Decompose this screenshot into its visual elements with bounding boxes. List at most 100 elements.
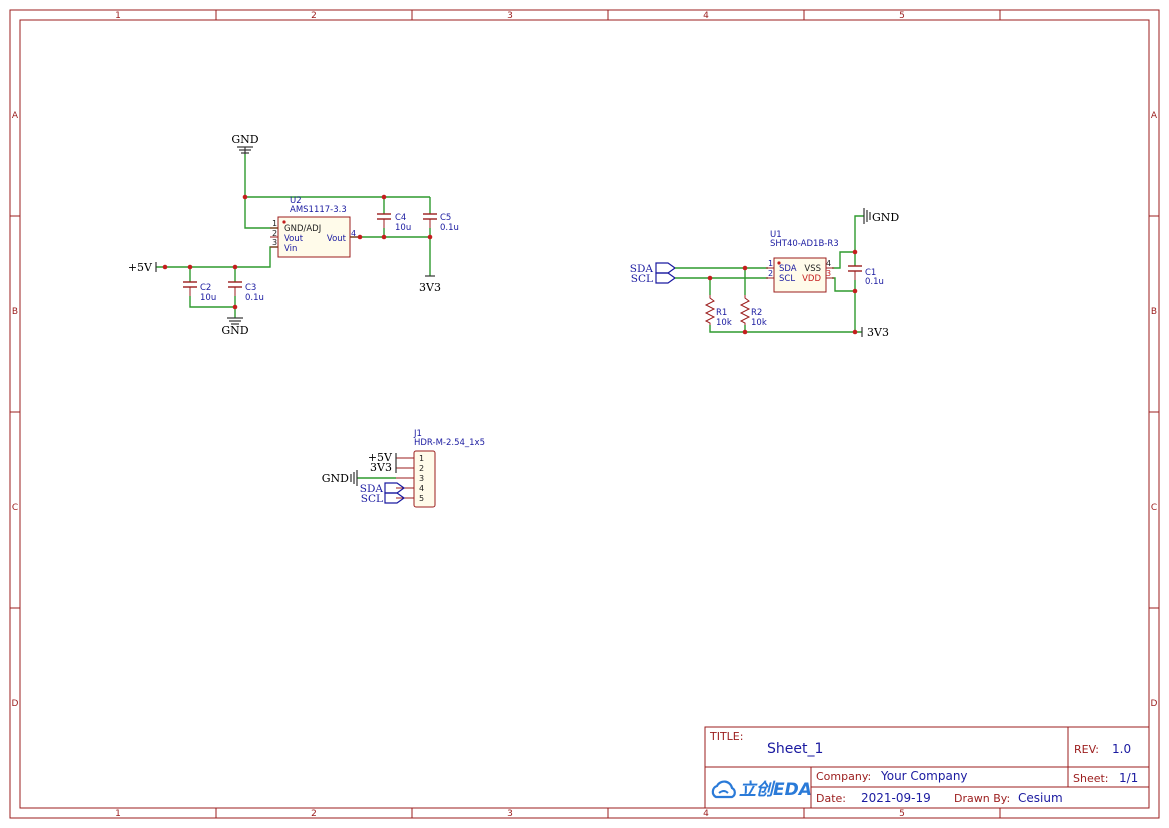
r1-resistor[interactable] bbox=[704, 295, 716, 325]
u1-pin-number: 4 bbox=[826, 259, 831, 268]
u2-pin-name: Vout bbox=[284, 234, 304, 244]
c5-capacitor[interactable] bbox=[423, 213, 437, 228]
rev-label: REV: bbox=[1074, 743, 1099, 756]
frame-row-label: C bbox=[12, 503, 18, 513]
u1-pin-number: 1 bbox=[768, 259, 773, 268]
frame-col-label: 1 bbox=[115, 11, 121, 21]
v5-net-label: +5V bbox=[128, 261, 153, 274]
frame-col-label: 2 bbox=[311, 809, 317, 819]
j1-pin-number: 4 bbox=[419, 484, 424, 493]
gnd-symbol[interactable] bbox=[863, 208, 871, 224]
sda-net-flag[interactable] bbox=[655, 262, 677, 274]
v33-net-label: 3V3 bbox=[370, 461, 392, 474]
j1-ref: J1 bbox=[413, 429, 422, 439]
c2-value: 10u bbox=[200, 293, 216, 303]
frame-col-label: 1 bbox=[115, 809, 121, 819]
sda-flag-label: SDA bbox=[360, 483, 384, 495]
drawn-by-value: Cesium bbox=[1018, 791, 1063, 805]
date-value: 2021-09-19 bbox=[861, 791, 931, 805]
scl-flag-label: SCL bbox=[361, 493, 383, 505]
sensor-section: SDA SCL GND 3V3 bbox=[630, 208, 899, 339]
c4-capacitor[interactable] bbox=[377, 213, 391, 228]
sheet-number-label: Sheet: bbox=[1073, 772, 1109, 785]
c5-value: 0.1u bbox=[440, 223, 459, 233]
frame-col-label: 4 bbox=[703, 809, 709, 819]
u2-regulator[interactable]: 1 2 3 4 GND/ADJ Vout Vin Vout bbox=[270, 216, 358, 258]
regulator-section: GND +5V GND bbox=[128, 133, 459, 337]
date-label: Date: bbox=[816, 792, 846, 805]
lceda-logo: 立创EDA bbox=[711, 780, 812, 800]
frame-col-label: 2 bbox=[311, 11, 317, 21]
u2-pin-name: Vin bbox=[284, 244, 297, 254]
v33-net-label: 3V3 bbox=[867, 326, 889, 339]
v5-net-label: +5V bbox=[368, 451, 393, 464]
u2-pin-number: 3 bbox=[272, 238, 277, 247]
u2-pin-number: 2 bbox=[272, 229, 277, 238]
frame-col-label: 3 bbox=[507, 11, 513, 21]
c3-value: 0.1u bbox=[245, 293, 264, 303]
c1-value: 0.1u bbox=[865, 277, 884, 287]
c3-ref: C3 bbox=[245, 283, 256, 293]
u2-value: AMS1117-3.3 bbox=[290, 205, 347, 215]
u2-pin-number: 1 bbox=[272, 219, 277, 228]
header-section: 1 2 3 4 5 J1 HDR-M-2.54_1x5 +5V 3V3 GND … bbox=[322, 429, 485, 508]
j1-value: HDR-M-2.54_1x5 bbox=[414, 438, 485, 448]
sda-net-flag[interactable] bbox=[384, 482, 406, 494]
u1-ref: U1 bbox=[770, 230, 782, 240]
frame-col-label: 4 bbox=[703, 11, 709, 21]
c1-ref: C1 bbox=[865, 268, 876, 278]
scl-net-flag[interactable] bbox=[655, 272, 677, 284]
scl-flag-label: SCL bbox=[631, 273, 653, 285]
u2-ref: U2 bbox=[290, 196, 302, 206]
c5-ref: C5 bbox=[440, 213, 451, 223]
rev-value: 1.0 bbox=[1112, 742, 1131, 756]
c2-capacitor[interactable] bbox=[183, 281, 197, 296]
r1-value: 10k bbox=[716, 318, 732, 328]
u1-value: SHT40-AD1B-R3 bbox=[770, 239, 839, 249]
u2-pin-name: GND/ADJ bbox=[284, 224, 321, 234]
gnd-net-label: GND bbox=[872, 211, 899, 224]
u2-pin-name: Vout bbox=[327, 234, 347, 244]
u1-pin-number: 2 bbox=[768, 269, 773, 278]
j1-pin-number: 3 bbox=[419, 474, 424, 483]
r1-ref: R1 bbox=[716, 308, 727, 318]
r2-resistor[interactable] bbox=[739, 295, 751, 325]
frame-col-label: 3 bbox=[507, 809, 513, 819]
frame-row-label: A bbox=[1151, 111, 1158, 121]
cloud-icon bbox=[711, 780, 736, 799]
company-value: Your Company bbox=[880, 769, 968, 783]
u1-pin-name: SDA bbox=[779, 264, 797, 274]
u1-pin-name: SCL bbox=[779, 274, 795, 284]
j1-header[interactable]: 1 2 3 4 5 bbox=[396, 450, 436, 508]
drawn-by-label: Drawn By: bbox=[954, 792, 1010, 805]
gnd-symbol[interactable] bbox=[350, 470, 358, 486]
u1-pin-name: VDD bbox=[802, 274, 821, 284]
u1-sensor[interactable]: 1 2 3 4 SDA SCL VDD VSS bbox=[766, 257, 834, 293]
frame-row-label: A bbox=[12, 111, 19, 121]
sheet-frame: 1 2 3 4 5 1 2 3 4 5 A B C D A B C D bbox=[9, 9, 1160, 819]
title-label: TITLE: bbox=[709, 730, 743, 743]
v33-net-label: 3V3 bbox=[419, 281, 441, 294]
gnd-net-label: GND bbox=[231, 133, 258, 146]
j1-pin-number: 5 bbox=[419, 494, 424, 503]
logo-text: 立创EDA bbox=[739, 780, 812, 800]
c4-value: 10u bbox=[395, 223, 411, 233]
gnd-symbol[interactable] bbox=[237, 146, 253, 154]
u1-pin-name: VSS bbox=[804, 264, 821, 274]
title-block: TITLE: Sheet_1 REV: 1.0 Company: Your Co… bbox=[704, 726, 1150, 809]
frame-row-label: B bbox=[12, 307, 18, 317]
frame-row-label: D bbox=[12, 699, 19, 709]
gnd-symbol[interactable] bbox=[227, 317, 243, 325]
c3-capacitor[interactable] bbox=[228, 281, 242, 296]
company-label: Company: bbox=[816, 770, 871, 783]
frame-row-label: B bbox=[1151, 307, 1157, 317]
c2-ref: C2 bbox=[200, 283, 211, 293]
r2-ref: R2 bbox=[751, 308, 762, 318]
c1-capacitor[interactable] bbox=[848, 265, 862, 280]
gnd-net-label: GND bbox=[322, 472, 349, 485]
j1-pin-number: 2 bbox=[419, 464, 424, 473]
frame-row-label: C bbox=[1151, 503, 1157, 513]
scl-net-flag[interactable] bbox=[384, 492, 406, 504]
gnd-net-label: GND bbox=[221, 324, 248, 337]
